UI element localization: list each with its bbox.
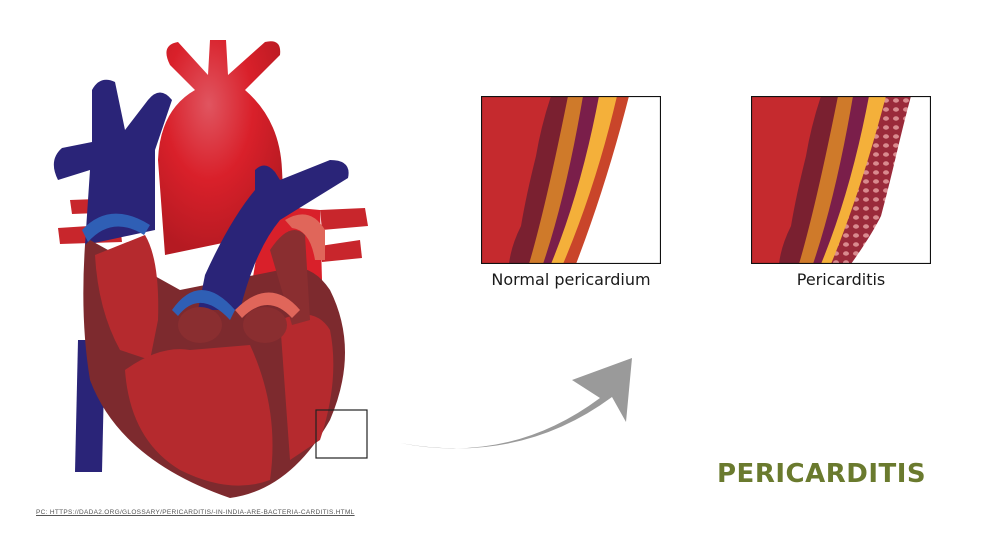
normal-pericardium-panel — [481, 96, 661, 264]
pericarditis-label: Pericarditis — [796, 270, 886, 289]
curved-arrow — [390, 340, 650, 470]
arrow-icon — [400, 358, 632, 449]
page-title: PERICARDITIS — [717, 459, 927, 489]
heart-illustration — [30, 20, 410, 500]
image-credit-link[interactable]: PC: HTTPS://DADA2.ORG/GLOSSARY/PERICARDI… — [36, 509, 355, 516]
zoom-region-box — [315, 409, 368, 459]
pericarditis-panel — [751, 96, 931, 264]
normal-pericardium-label: Normal pericardium — [491, 270, 651, 289]
